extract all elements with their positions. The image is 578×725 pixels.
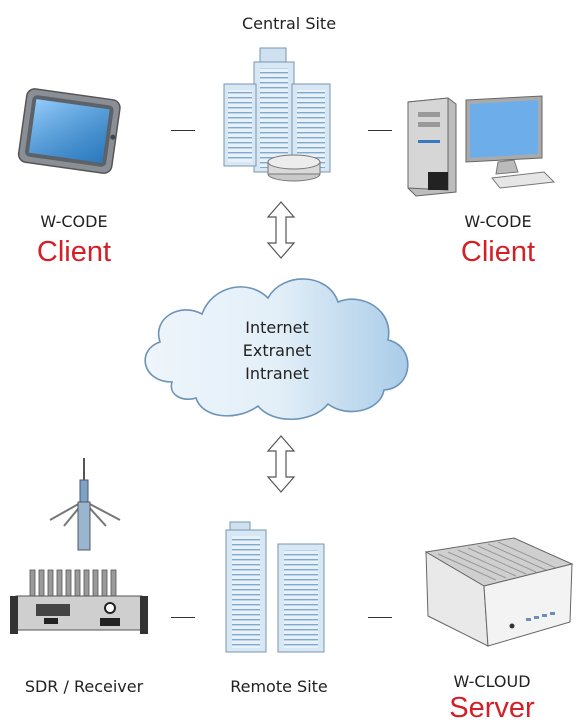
bidirectional-arrow-icon <box>266 201 296 259</box>
sdr-receiver-label: SDR / Receiver <box>24 677 144 696</box>
central-site-label: Central Site <box>241 14 337 33</box>
remote-site-building-icon <box>225 521 325 653</box>
connector-dash <box>368 130 392 131</box>
cloud-network-icon <box>144 278 409 421</box>
cloud-label-intranet: Intranet <box>245 364 309 383</box>
cloud-labels: Internet Extranet Intranet <box>222 316 332 385</box>
central-site-building-icon <box>223 47 331 182</box>
desktop-computer-icon <box>407 95 556 197</box>
sdr-receiver-icon <box>10 569 148 634</box>
server-role: Server <box>449 692 535 724</box>
client-left-role: Client <box>36 236 112 268</box>
remote-site-label: Remote Site <box>230 677 328 696</box>
bidirectional-arrow-icon <box>266 435 296 493</box>
server-product: W-CLOUD <box>453 672 531 691</box>
connector-dash <box>171 617 195 618</box>
client-right-role: Client <box>460 236 536 268</box>
server-box-icon <box>424 537 574 647</box>
cloud-label-internet: Internet <box>245 318 309 337</box>
tablet-icon <box>17 88 121 174</box>
connector-dash <box>171 130 195 131</box>
connector-dash <box>368 617 392 618</box>
cloud-label-extranet: Extranet <box>242 341 312 360</box>
client-left-product: W-CODE <box>40 212 108 231</box>
antenna-icon <box>49 458 121 551</box>
client-right-product: W-CODE <box>464 212 532 231</box>
